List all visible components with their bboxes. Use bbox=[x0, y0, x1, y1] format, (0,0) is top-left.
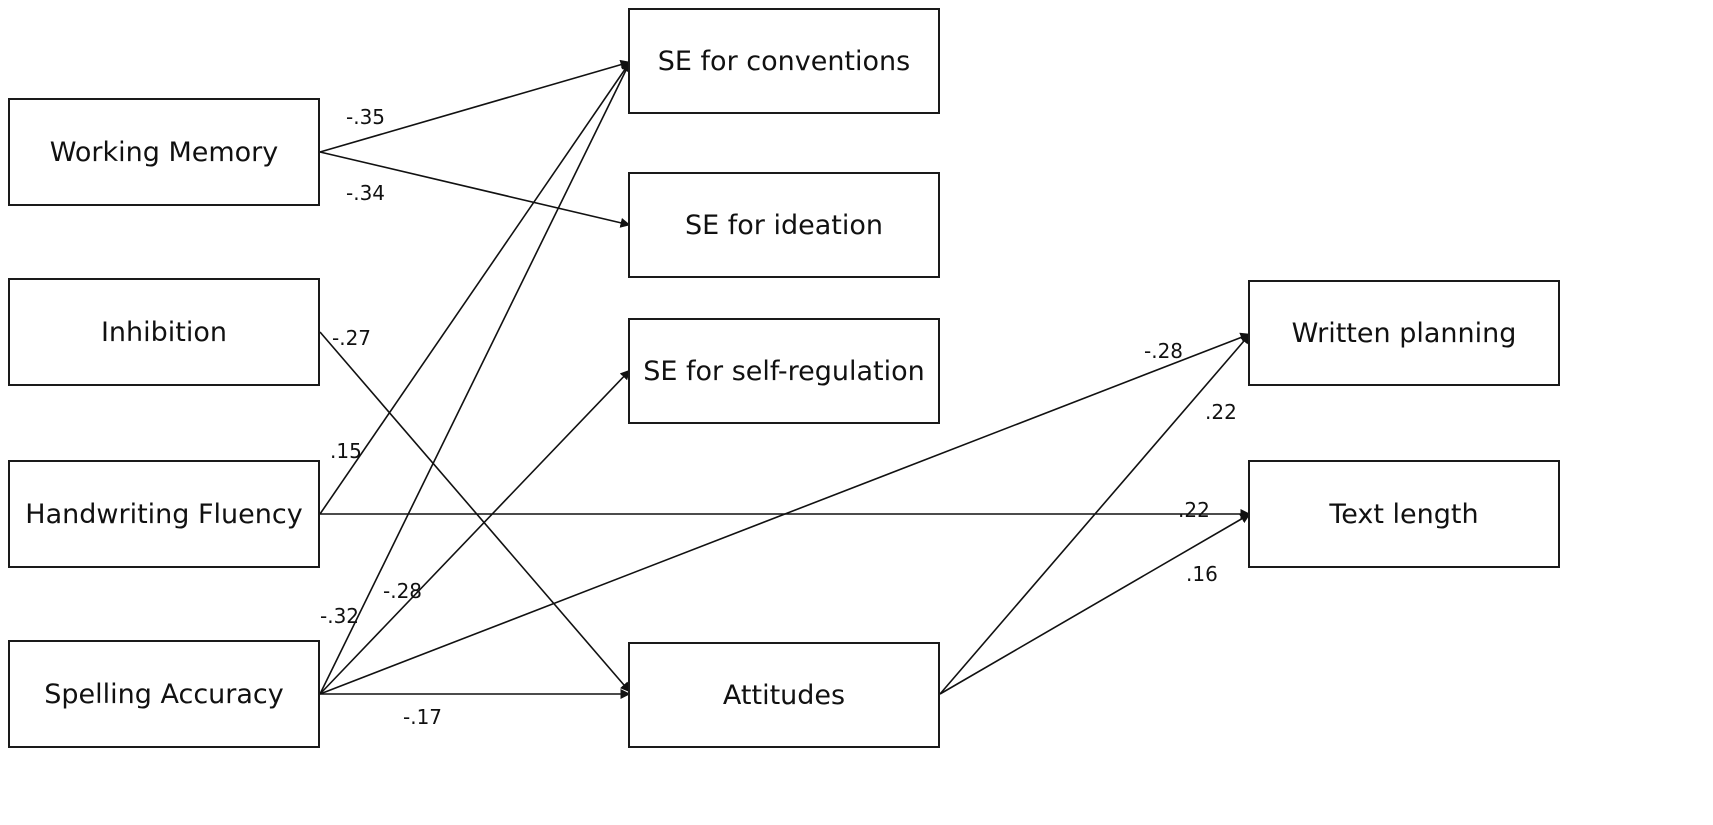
node-text-length: Text length bbox=[1248, 460, 1560, 568]
node-label: Written planning bbox=[1291, 317, 1517, 349]
arrow-spelling-accuracy-to-se-self-regulation bbox=[319, 369, 631, 695]
node-label: Text length bbox=[1329, 498, 1479, 530]
node-label: Working Memory bbox=[49, 136, 279, 168]
coef-attitudes-written-planning: .22 bbox=[1205, 400, 1237, 424]
arrow-handwriting-fluency-to-se-conventions bbox=[319, 61, 631, 515]
coef-inhibition-attitudes: -.27 bbox=[332, 326, 372, 350]
arrow-spelling-accuracy-to-se-conventions bbox=[319, 61, 631, 695]
arrow-attitudes-to-written-planning bbox=[939, 333, 1251, 695]
node-label: Attitudes bbox=[722, 679, 846, 711]
node-label: Handwriting Fluency bbox=[25, 498, 303, 530]
node-handwriting-fluency: Handwriting Fluency bbox=[8, 460, 320, 568]
arrow-inhibition-to-attitudes bbox=[319, 331, 631, 693]
node-se-conventions: SE for conventions bbox=[628, 8, 940, 114]
node-label: SE for conventions bbox=[657, 45, 911, 77]
coef-spelling-accuracy-se-conventions: -.32 bbox=[320, 604, 360, 628]
coef-handwriting-fluency-se-conventions: .15 bbox=[330, 439, 362, 463]
node-written-planning: Written planning bbox=[1248, 280, 1560, 386]
arrow-attitudes-to-text-length bbox=[939, 513, 1251, 695]
arrow-spelling-accuracy-to-written-planning bbox=[319, 332, 1251, 695]
node-se-ideation: SE for ideation bbox=[628, 172, 940, 278]
node-working-memory: Working Memory bbox=[8, 98, 320, 206]
node-label: SE for self-regulation bbox=[643, 355, 925, 387]
node-label: Inhibition bbox=[100, 316, 228, 348]
coef-attitudes-text-length: .16 bbox=[1186, 562, 1218, 586]
coef-handwriting-fluency-text-length: .22 bbox=[1178, 498, 1210, 522]
coef-working-memory-se-conventions: -.35 bbox=[346, 105, 386, 129]
node-attitudes: Attitudes bbox=[628, 642, 940, 748]
coef-spelling-accuracy-se-self-regulation: -.28 bbox=[383, 579, 423, 603]
node-inhibition: Inhibition bbox=[8, 278, 320, 386]
node-label: Spelling Accuracy bbox=[44, 678, 284, 710]
node-spelling-accuracy: Spelling Accuracy bbox=[8, 640, 320, 748]
coef-spelling-accuracy-written-planning: -.28 bbox=[1144, 339, 1184, 363]
coef-spelling-accuracy-attitudes: -.17 bbox=[403, 705, 443, 729]
node-label: SE for ideation bbox=[684, 209, 883, 241]
arrow-working-memory-to-se-conventions bbox=[319, 59, 631, 153]
coef-working-memory-se-ideation: -.34 bbox=[346, 181, 386, 205]
arrow-working-memory-to-se-ideation bbox=[319, 151, 631, 228]
node-se-self-regulation: SE for self-regulation bbox=[628, 318, 940, 424]
